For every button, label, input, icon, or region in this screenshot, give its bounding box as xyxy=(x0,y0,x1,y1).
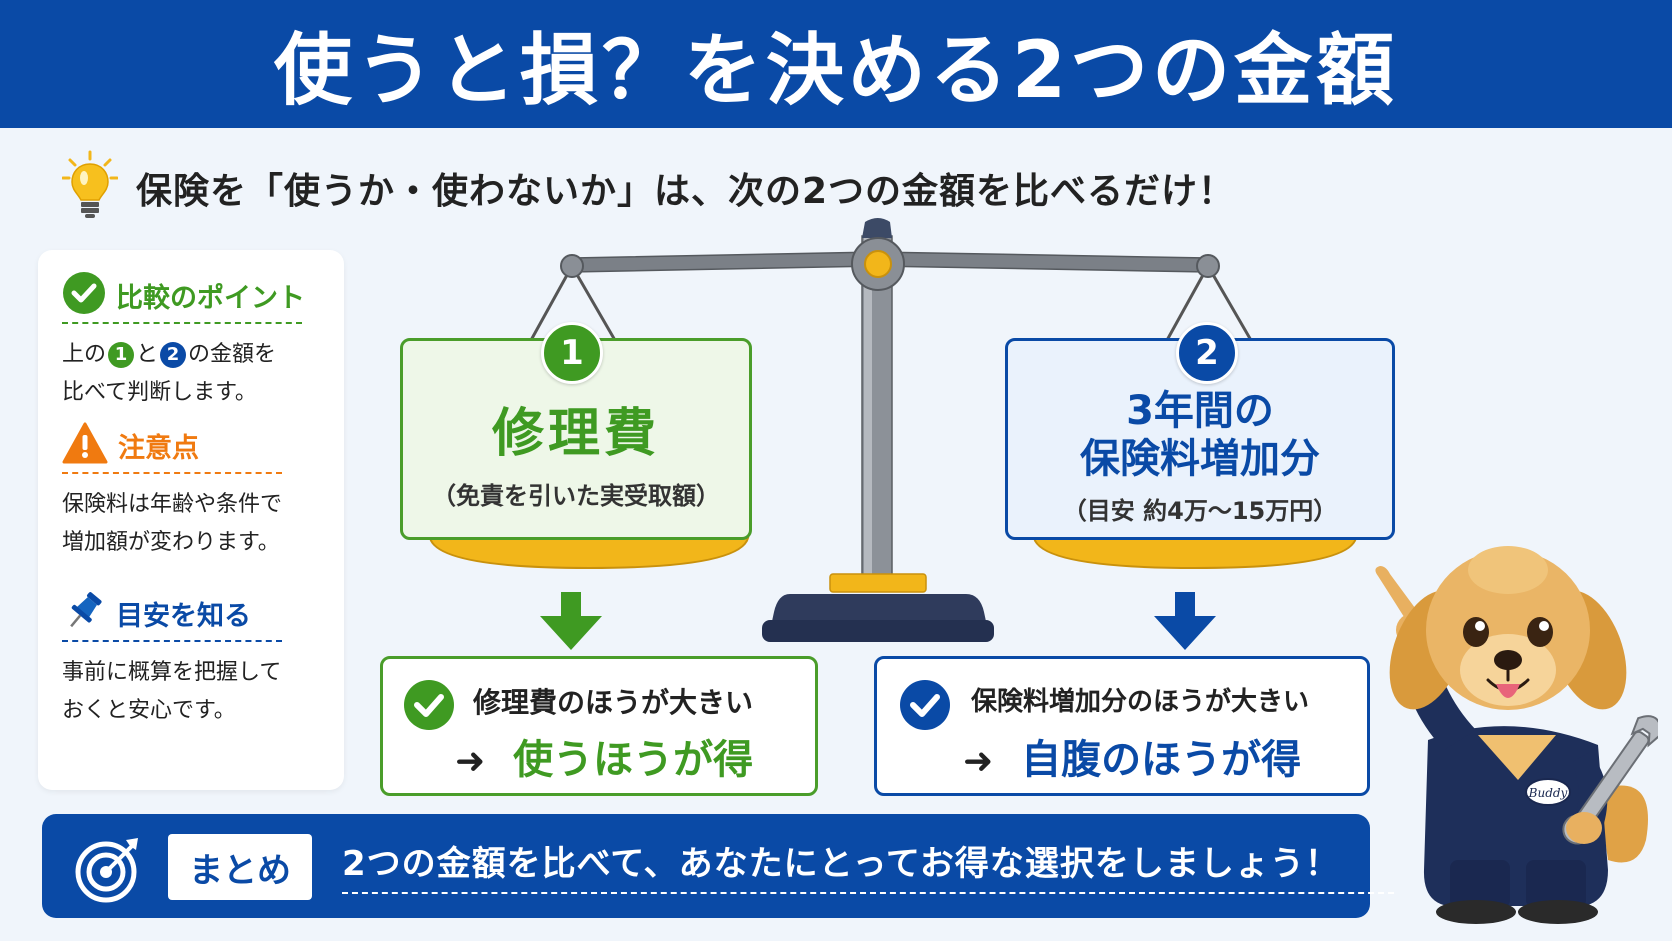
card-premium-title-1: 3年間の xyxy=(1126,388,1274,434)
section-caution-title: 注意点 xyxy=(118,432,199,464)
card-premium-title-2: 保険料増加分 xyxy=(1080,436,1320,482)
result-left-outcome: 使うほうが得 xyxy=(513,737,754,783)
arrow-down-icon xyxy=(1154,592,1216,650)
summary-message: 2つの金額を比べて、あなたにとってお得な選択をしましょう！ xyxy=(342,844,1340,884)
result-left-condition: 修理費のほうが大きい xyxy=(473,686,754,719)
check-circle-icon xyxy=(899,679,951,735)
badge-1-inline: 1 xyxy=(108,342,135,368)
result-use-insurance: 修理費のほうが大きい ➜ 使うほうが得 xyxy=(380,656,818,796)
pushpin-icon xyxy=(62,589,106,637)
section-guide: 目安を知る 事前に概算を把握して おくと安心です。 xyxy=(62,588,332,730)
target-icon xyxy=(72,834,142,908)
lightbulb-icon xyxy=(61,150,119,226)
result-right-outcome: 自腹のほうが得 xyxy=(1021,737,1302,783)
intro-text: 保険を「使うか・使わないか」は、次の2つの金額を比べるだけ！ xyxy=(136,171,1236,212)
arrow-right-icon: ➜ xyxy=(455,741,486,782)
check-circle-icon xyxy=(62,271,106,319)
badge-2-inline: 2 xyxy=(160,342,187,368)
badge-1: 1 xyxy=(541,322,603,384)
warning-icon xyxy=(62,422,108,468)
mascot-patch-text: Buddy xyxy=(1528,786,1568,800)
arrow-down-icon xyxy=(540,592,602,650)
section-caution-body: 保険料は年齢や条件で 増加額が変わります。 xyxy=(62,492,283,555)
page-title: 使うと損？を決める2つの金額 xyxy=(273,26,1399,116)
section-point-title: 比較のポイント xyxy=(116,282,305,314)
dog-mechanic-mascot: Buddy xyxy=(1375,546,1658,924)
check-circle-icon xyxy=(403,679,455,735)
intro-line: 保険を「使うか・使わないか」は、次の2つの金額を比べるだけ！ xyxy=(61,148,1236,228)
card-repair-title: 修理費 xyxy=(491,404,660,464)
summary-label: まとめ xyxy=(168,834,312,900)
arrow-right-icon: ➜ xyxy=(963,741,994,782)
summary-bar: まとめ 2つの金額を比べて、あなたにとってお得な選択をしましょう！ xyxy=(42,814,1394,918)
result-right-condition: 保険料増加分のほうが大きい xyxy=(971,687,1310,717)
result-right-outcome-row: ➜ 自腹のほうが得 xyxy=(963,727,1301,785)
section-guide-body: 事前に概算を把握して おくと安心です。 xyxy=(62,660,282,723)
result-pay-yourself: 保険料増加分のほうが大きい ➜ 自腹のほうが得 xyxy=(874,656,1370,796)
section-guide-title: 目安を知る xyxy=(116,600,251,632)
result-left-outcome-row: ➜ 使うほうが得 xyxy=(455,727,753,785)
card-repair-sub: （免責を引いた実受取額） xyxy=(432,482,720,510)
card-premium-sub: （目安 約4万～15万円） xyxy=(1062,497,1338,525)
section-caution: 注意点 保険料は年齢や条件で 増加額が変わります。 xyxy=(62,420,332,562)
header-bar: 使うと損？を決める2つの金額 xyxy=(0,0,1672,128)
badge-2: 2 xyxy=(1176,322,1238,384)
summary-underline xyxy=(342,892,1394,894)
